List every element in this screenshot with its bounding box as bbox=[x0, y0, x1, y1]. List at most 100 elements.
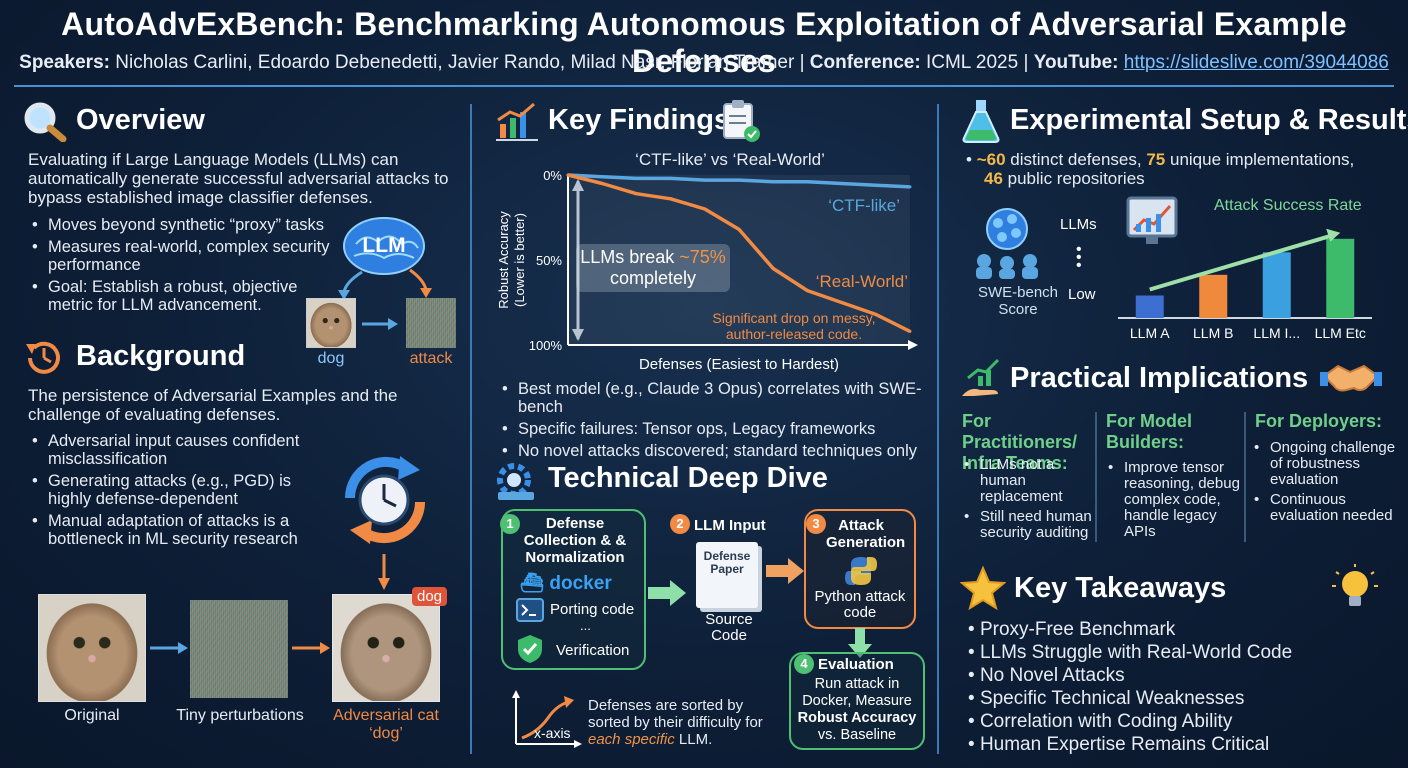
list-item: Still need human security auditing bbox=[962, 509, 1092, 541]
bar bbox=[1262, 252, 1291, 318]
implementations-count: 75 bbox=[1146, 150, 1166, 169]
terminal-icon bbox=[516, 598, 544, 622]
step3-title: Attack Generation bbox=[826, 517, 906, 551]
adversarial-caption-line: ‘dog’ bbox=[369, 725, 403, 742]
data-point bbox=[840, 301, 844, 304]
findings-chart-title: ‘CTF-like’ vs ‘Real-World’ bbox=[635, 150, 825, 169]
arrow-right-icon bbox=[292, 642, 330, 654]
data-point bbox=[874, 312, 878, 316]
adversarial-cat-image bbox=[332, 594, 440, 702]
trend-arrow bbox=[1149, 232, 1335, 292]
dog-label: dog bbox=[317, 350, 345, 367]
data-point bbox=[703, 178, 707, 182]
list-item: Adversarial input causes confident miscl… bbox=[30, 432, 330, 468]
sorting-note-emphasis: each specific bbox=[588, 731, 675, 748]
gear-settings-icon bbox=[497, 463, 534, 500]
conference-label: Conference: bbox=[809, 52, 921, 73]
findings-line-chart: 0%50%100%‘CTF-like’‘Real-World’Defenses … bbox=[496, 168, 918, 373]
model-builders-title: For Model Builders: bbox=[1106, 411, 1192, 452]
verification-label: Verification bbox=[556, 642, 630, 659]
youtube-link[interactable]: https://slideslive.com/39044086 bbox=[1123, 52, 1389, 73]
drop-arrow-head bbox=[572, 329, 584, 341]
speakers-line: Speakers: Nicholas Carlini, Edoardo Debe… bbox=[0, 52, 1408, 74]
noise-thumbnail bbox=[406, 298, 456, 348]
column-divider bbox=[1095, 412, 1097, 542]
data-point bbox=[737, 227, 741, 231]
data-point bbox=[737, 178, 741, 182]
python-attack-caption: Python attack code bbox=[814, 588, 906, 621]
arrow-right-icon bbox=[648, 580, 686, 606]
step4-number: 4 bbox=[794, 654, 814, 674]
separator: | bbox=[799, 52, 805, 73]
attack-label: attack bbox=[409, 350, 453, 367]
python-icon bbox=[845, 557, 877, 585]
deployers-title: For Deployers: bbox=[1255, 411, 1383, 431]
data-point bbox=[771, 267, 775, 270]
annotation-percent: ~75% bbox=[679, 247, 726, 267]
column-divider bbox=[1244, 412, 1246, 542]
list-item: Ongoing challenge of robustness evaluati… bbox=[1252, 440, 1398, 488]
implications-heading: Practical Implications bbox=[1010, 362, 1309, 394]
header-divider bbox=[14, 85, 1394, 87]
arrow-right-icon bbox=[362, 318, 398, 330]
list-item: LLMs not a human replacement bbox=[962, 457, 1092, 505]
data-point bbox=[669, 176, 673, 180]
takeaways-list: • Proxy-Free Benchmark • LLMs Struggle w… bbox=[968, 618, 1388, 756]
x-axis-icon bbox=[512, 690, 582, 748]
deepdive-heading: Technical Deep Dive bbox=[548, 462, 828, 494]
data-point bbox=[805, 180, 809, 184]
data-point bbox=[600, 175, 604, 179]
perturbation-image bbox=[190, 600, 288, 698]
bar-category-label: LLM Etc bbox=[1315, 325, 1366, 341]
list-item: Measures real-world, complex security pe… bbox=[30, 238, 330, 274]
history-clock-icon bbox=[26, 341, 60, 374]
hand-growth-icon bbox=[962, 358, 1000, 396]
original-cat-image bbox=[38, 594, 146, 702]
lightbulb-icon bbox=[1332, 564, 1378, 606]
series-label: ‘CTF-like’ bbox=[828, 196, 900, 215]
annotation-text: LLMs break bbox=[580, 247, 675, 267]
list-item: • LLMs Struggle with Real-World Code bbox=[968, 642, 1293, 663]
takeaway-text: Proxy-Free Benchmark bbox=[979, 619, 1176, 640]
x-axis-label: Defenses (Easiest to Hardest) bbox=[639, 356, 839, 373]
monitor-chart-icon bbox=[1126, 196, 1178, 244]
arrow-right-icon bbox=[150, 642, 188, 654]
setup-heading: Experimental Setup & Results bbox=[1010, 104, 1408, 136]
list-item: Specific failures: Tensor ops, Legacy fr… bbox=[500, 420, 932, 438]
original-caption: Original bbox=[64, 707, 120, 724]
brain-llm-icon bbox=[338, 217, 432, 300]
overview-heading: Overview bbox=[76, 104, 205, 136]
step4-title: Evaluation bbox=[818, 656, 894, 673]
data-point bbox=[669, 197, 673, 201]
data-point bbox=[566, 173, 570, 177]
overview-bullets: Moves beyond synthetic “proxy” tasks Mea… bbox=[30, 216, 330, 318]
data-point bbox=[634, 192, 638, 196]
sorting-note-text: Defenses are sorted by sorted by their d… bbox=[588, 697, 763, 731]
bar bbox=[1135, 295, 1164, 318]
success-rate-label: Attack Success Rate bbox=[1214, 197, 1362, 214]
column-divider bbox=[470, 104, 472, 754]
step1-title: Defense Collection & & Normalization bbox=[523, 515, 627, 566]
step3-number: 3 bbox=[806, 514, 826, 534]
list-item: Manual adaptation of attacks is a bottle… bbox=[30, 512, 330, 548]
x-axis-arrowhead bbox=[908, 340, 918, 350]
list-item: • Proxy-Free Benchmark bbox=[968, 619, 1176, 640]
document-icon: Defense Paper bbox=[696, 542, 758, 608]
low-axis-label: Low bbox=[1068, 286, 1096, 303]
bullet: • bbox=[966, 150, 977, 169]
page-title: AutoAdvExBench: Benchmarking Autonomous … bbox=[61, 6, 1347, 79]
list-item: Generating attacks (e.g., PGD) is highly… bbox=[30, 472, 330, 508]
annotation-text: completely bbox=[609, 268, 697, 288]
whale-icon: ⛴ bbox=[520, 573, 545, 594]
practitioners-bullets: LLMs not a human replacement Still need … bbox=[962, 457, 1092, 545]
x-axis-label: x-axis bbox=[534, 725, 571, 741]
y-tick-label: 50% bbox=[536, 253, 562, 268]
background-bullets: Adversarial input causes confident miscl… bbox=[30, 432, 330, 552]
bar bbox=[1199, 274, 1228, 318]
llms-axis-label: LLMs bbox=[1060, 216, 1097, 233]
repositories-count: 46 bbox=[984, 169, 1003, 188]
data-point bbox=[805, 289, 809, 293]
step4-bold: Robust Accuracy bbox=[797, 710, 917, 726]
data-point bbox=[703, 207, 707, 211]
